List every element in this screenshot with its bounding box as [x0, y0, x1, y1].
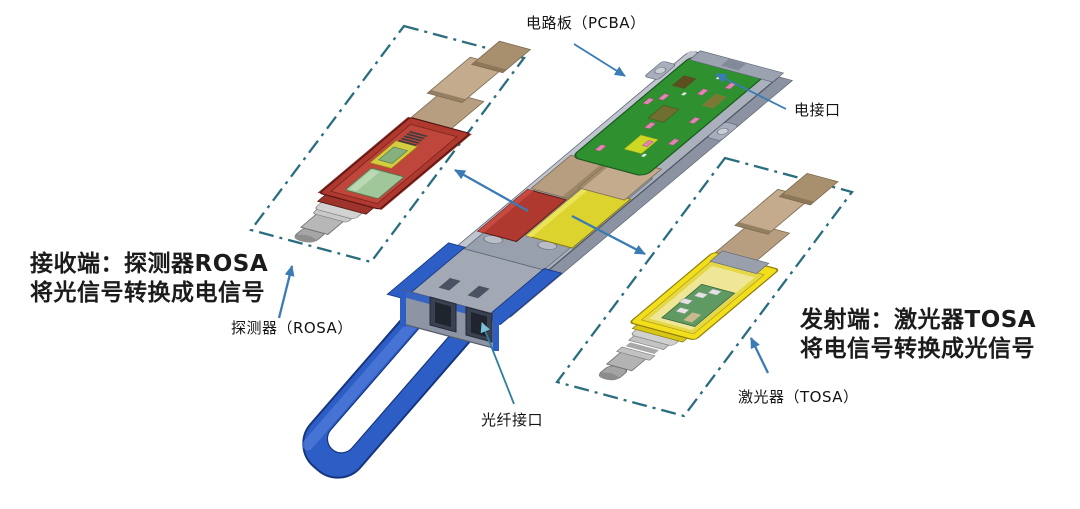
screw-head: [716, 128, 729, 135]
pcba-leader-arrow: [573, 43, 626, 77]
pcba-components: [594, 75, 737, 157]
rosa-position-arrow: [454, 168, 529, 213]
label-laser-tosa: 激光器（TOSA）: [738, 388, 859, 406]
receiver-annotation: 接收端：探测器ROSA 将光信号转换成电信号: [30, 250, 268, 308]
transmitter-annotation-line2: 将电信号转换成光信号: [800, 336, 1035, 362]
bail-latch-handle: [302, 287, 478, 479]
rosa-dashed-box: [249, 24, 526, 264]
label-pcba: 电路板（PCBA）: [526, 14, 646, 32]
tosa-label-arrow: [749, 337, 770, 374]
label-fiber-interface: 光纤接口: [481, 411, 544, 429]
rosa-label-arrow: [277, 265, 295, 319]
rosa-assembly: [294, 40, 532, 243]
transmitter-annotation: 发射端：激光器TOSA 将电信号转换成光信号: [800, 306, 1036, 364]
tosa-position-arrow: [571, 214, 646, 256]
screw-head: [654, 67, 667, 74]
fiber-interface-leader-arrow: [480, 322, 515, 405]
transmitter-annotation-line1: 发射端：激光器TOSA: [800, 307, 1037, 333]
electrical-interface-leader-arrow: [715, 73, 787, 110]
rosa-detector-chip: [345, 168, 404, 199]
receiver-annotation-line2: 将光信号转换成电信号: [30, 280, 265, 306]
receiver-annotation-line1: 接收端：探测器ROSA: [30, 251, 269, 277]
tosa-assembly: [598, 173, 839, 381]
rosa-block-in-module: [476, 188, 568, 243]
fiber-port-front-face: [400, 289, 499, 351]
label-electrical-interface: 电接口: [794, 101, 841, 119]
latch-side-arm-left: [386, 242, 466, 300]
label-detector-rosa: 探测器（ROSA）: [231, 319, 353, 337]
transceiver-module-housing: [386, 50, 794, 326]
tosa-dashed-box: [555, 156, 854, 418]
